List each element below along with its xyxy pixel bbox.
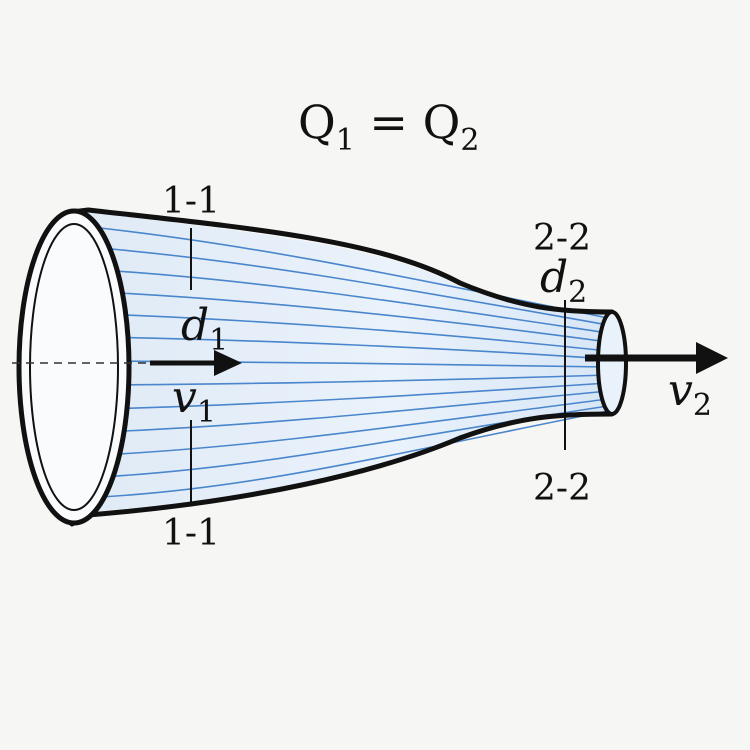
equals-sign: = (355, 95, 423, 149)
pipe-top-wall (69, 207, 615, 315)
streamline (99, 291, 609, 343)
section-1-label-bottom: 1-1 (162, 513, 220, 554)
inlet-opening-inner (29, 223, 119, 511)
fluid-body (72, 212, 610, 522)
section-2-label-bottom: 2-2 (533, 468, 591, 509)
streamline (99, 336, 609, 360)
pipe-bottom-wall (69, 411, 615, 527)
velocity-2-symbol: v (668, 365, 693, 416)
streamline (99, 374, 609, 386)
velocity-2-arrow (585, 342, 728, 374)
streamline (99, 398, 609, 456)
streamline (99, 382, 609, 410)
section-2-label-top: 2-2 (533, 218, 591, 259)
velocity-1-symbol: v (172, 372, 197, 423)
q2-symbol: Q (423, 95, 461, 149)
outlet-opening (596, 310, 628, 416)
q1-symbol: Q (298, 95, 336, 149)
streamline (99, 247, 609, 326)
diameter-1-subscript: 1 (209, 323, 228, 358)
diameter-2-symbol: d (540, 252, 568, 303)
continuity-equation: Q1 = Q2 (298, 95, 479, 158)
diameter-2-label: d2 (540, 252, 587, 310)
streamline (99, 313, 609, 352)
streamline (99, 390, 609, 433)
inlet-opening-outer (16, 208, 132, 526)
q1-subscript: 1 (336, 123, 355, 158)
streamline (99, 227, 609, 319)
section-1-label-top: 1-1 (162, 181, 220, 222)
streamline (99, 269, 609, 334)
diameter-2-subscript: 2 (568, 275, 587, 310)
streamline (99, 410, 609, 498)
velocity-2-label: v2 (668, 365, 712, 423)
velocity-2-subscript: 2 (693, 388, 712, 423)
q2-subscript: 2 (460, 123, 479, 158)
velocity-1-arrow (150, 350, 242, 376)
velocity-1-label: v1 (172, 372, 216, 430)
diameter-1-symbol: d (181, 300, 209, 351)
velocity-1-subscript: 1 (197, 395, 216, 430)
diameter-1-label: d1 (181, 300, 228, 358)
